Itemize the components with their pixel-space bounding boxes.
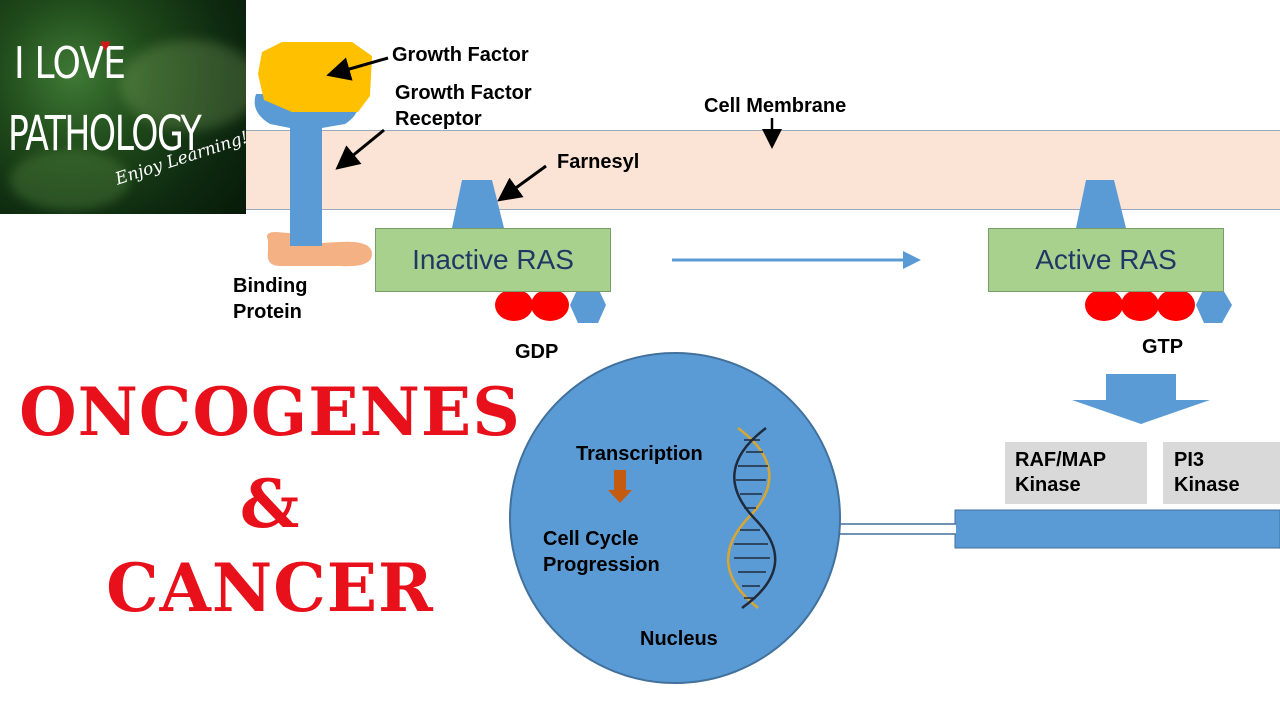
growth-factor-pointer-arrow	[326, 56, 389, 81]
heart-icon: ♥	[100, 35, 111, 55]
title-oncogenes: ONCOGENES	[19, 373, 521, 451]
growth-factor-receptor-shape	[254, 94, 359, 246]
pi3-kinase-label: PI3 Kinase	[1174, 449, 1240, 496]
receptor-pointer-arrow	[335, 128, 385, 170]
farnesyl-label: Farnesyl	[557, 151, 640, 173]
pi3-kinase-box: PI3 Kinase	[1163, 442, 1280, 504]
farnesyl-anchor-active	[1076, 180, 1126, 228]
gdp-label: GDP	[515, 341, 559, 363]
nucleus-label: Nucleus	[640, 628, 718, 650]
binding-protein-label: Binding Protein	[233, 275, 308, 323]
signal-down-block-arrow	[1072, 374, 1210, 424]
phosphate-icon	[531, 289, 569, 321]
ribose-icon	[1196, 288, 1232, 323]
transcription-label: Transcription	[576, 443, 703, 465]
cell-cycle-progression-label: Cell Cycle Progression	[543, 528, 660, 576]
phosphate-icon	[1121, 289, 1159, 321]
phosphate-icon	[1085, 289, 1123, 321]
title-ampersand: &	[239, 465, 301, 543]
dna-helix-icon	[726, 427, 777, 610]
logo-text-line1: I LOVE	[14, 38, 126, 89]
farnesyl-anchor-inactive	[452, 180, 504, 228]
gtp-label: GTP	[1142, 336, 1184, 358]
phosphate-icon	[495, 289, 533, 321]
transcription-down-arrow	[608, 470, 632, 503]
raf-map-kinase-box: RAF/MAP Kinase	[1005, 442, 1147, 504]
logo-background-blur	[10, 150, 130, 210]
growth-factor-label: Growth Factor	[392, 44, 529, 66]
logo-text-line2: PATHOLOGY	[8, 106, 202, 162]
phosphate-icon	[1157, 289, 1195, 321]
raf-map-kinase-label: RAF/MAP Kinase	[1015, 449, 1107, 496]
ribose-icon	[570, 288, 606, 323]
active-ras-box: Active RAS	[988, 228, 1224, 292]
inactive-ras-box: Inactive RAS	[375, 228, 611, 292]
signal-bar	[954, 509, 1280, 549]
i-love-pathology-logo: I LOVE ♥ PATHOLOGY Enjoy Learning!!	[0, 0, 246, 214]
logo-background-blur	[120, 40, 246, 130]
growth-factor-shape	[258, 42, 372, 112]
cell-membrane-label: Cell Membrane	[704, 95, 847, 117]
growth-factor-receptor-label: Growth Factor Receptor	[395, 82, 532, 130]
farnesyl-pointer-arrow	[497, 164, 547, 202]
title-cancer: CANCER	[106, 549, 434, 627]
